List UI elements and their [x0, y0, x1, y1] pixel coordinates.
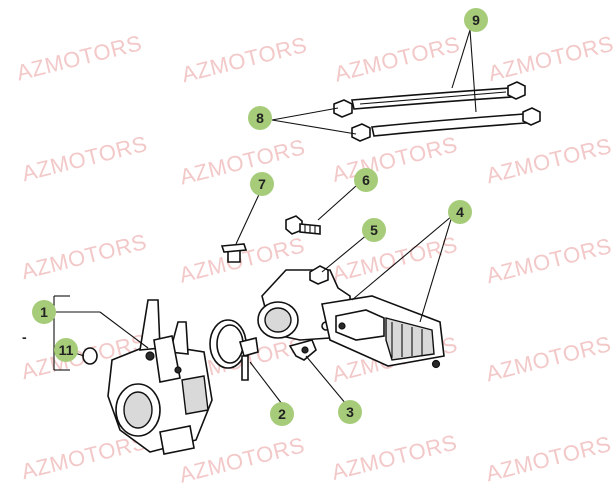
callout-label: 11 [59, 342, 74, 358]
callout-7[interactable]: 7 [250, 172, 274, 196]
carburetor[interactable] [107, 299, 213, 455]
watermark: AZMOTORS [329, 430, 460, 485]
callout-label: 6 [362, 172, 370, 188]
callout-label: 4 [456, 204, 464, 220]
watermark-layer: AZMOTORS AZMOTORS AZMOTORS AZMOTORS AZMO… [14, 30, 613, 487]
callouts: 1 2 3 4 5 6 7 8 [32, 8, 488, 426]
callout-11[interactable]: 11 [54, 338, 78, 362]
fuel-hoses[interactable] [351, 87, 527, 137]
watermark: AZMOTORS [330, 232, 461, 287]
callout-label: 2 [278, 406, 286, 422]
screw[interactable] [220, 243, 248, 263]
bolt[interactable] [285, 215, 321, 235]
watermark: AZMOTORS [14, 30, 145, 85]
callout-label: 7 [258, 176, 266, 192]
bracket[interactable] [288, 339, 317, 361]
leader-lines [56, 29, 477, 405]
callout-label: 8 [256, 110, 264, 126]
watermark: AZMOTORS [483, 431, 613, 486]
bracket-mark: - [22, 329, 27, 345]
watermark: AZMOTORS [179, 32, 310, 87]
watermark: AZMOTORS [483, 331, 613, 386]
callout-label: 1 [40, 304, 48, 320]
callout-label: 9 [472, 12, 480, 28]
watermark: AZMOTORS [177, 134, 308, 189]
watermark: AZMOTORS [330, 132, 461, 187]
callout-6[interactable]: 6 [354, 168, 378, 192]
callout-5[interactable]: 5 [362, 218, 386, 242]
watermark: AZMOTORS [484, 233, 613, 288]
hose-clips[interactable] [333, 81, 541, 142]
callout-9[interactable]: 9 [464, 8, 488, 32]
callout-2[interactable]: 2 [270, 402, 294, 426]
callout-label: 3 [346, 404, 354, 420]
watermark: AZMOTORS [484, 133, 613, 188]
watermark: AZMOTORS [332, 31, 463, 86]
watermark: AZMOTORS [19, 229, 150, 284]
hose-clamp[interactable] [209, 319, 259, 381]
callout-8[interactable]: 8 [248, 106, 272, 130]
callout-4[interactable]: 4 [448, 200, 472, 224]
reed-valve[interactable] [321, 295, 445, 369]
watermark: AZMOTORS [486, 31, 613, 86]
jet[interactable] [82, 347, 98, 365]
watermark: AZMOTORS [19, 131, 150, 186]
callout-label: 5 [370, 222, 378, 238]
callout-3[interactable]: 3 [338, 400, 362, 424]
callout-1[interactable]: 1 [32, 300, 56, 324]
